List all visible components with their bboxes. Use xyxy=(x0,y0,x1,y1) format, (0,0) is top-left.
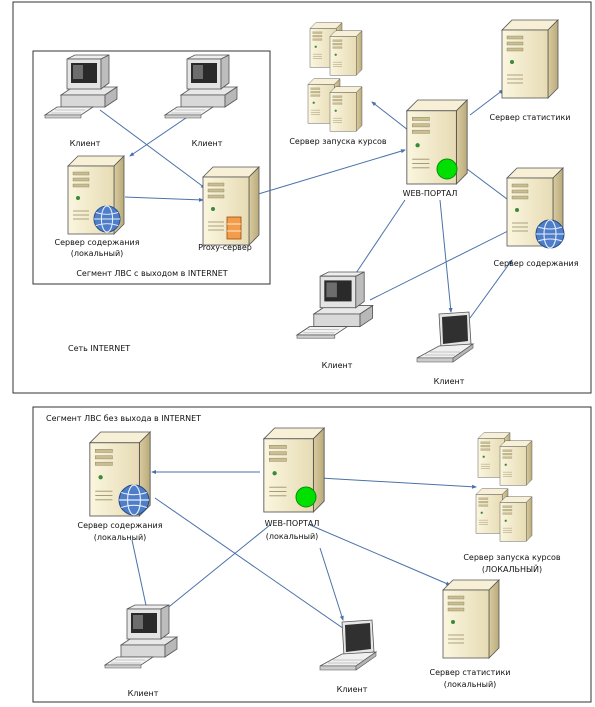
bottom-stats-server-icon xyxy=(442,579,500,659)
client-c-workstation-icon xyxy=(296,271,374,339)
bottom-content-server-label: Сервер содержания xyxy=(77,521,162,530)
bottom-web-portal-sublabel: (локальный) xyxy=(266,532,319,541)
internet-network-label: Сеть INTERNET xyxy=(68,344,130,353)
course-launch-server-icon xyxy=(329,30,363,76)
bottom-client-a-label: Клиент xyxy=(128,689,159,698)
bottom-web-portal-label: WEB-ПОРТАЛ xyxy=(265,519,320,528)
client-b-label: Клиент xyxy=(192,139,223,148)
course-launch-server-icon xyxy=(329,86,363,132)
client-a-workstation-icon xyxy=(44,54,118,119)
web-portal-label: WEB-ПОРТАЛ xyxy=(403,189,458,198)
bottom-course-launch-server-sublabel: (ЛОКАЛЬНЫЙ) xyxy=(482,563,542,574)
course-launch-server-icon xyxy=(499,496,533,542)
client-b-workstation-icon xyxy=(164,54,238,119)
course-launch-server-icon xyxy=(499,440,533,486)
bottom-panel-frame xyxy=(32,406,592,703)
bottom-connectors xyxy=(131,470,477,641)
lan-segment-frame xyxy=(32,50,271,285)
content-server-local-globe-icon xyxy=(93,205,121,233)
bottom-client-a-workstation-icon xyxy=(104,604,178,669)
client-c-label: Клиент xyxy=(322,361,353,370)
bottom-content-server-globe-icon xyxy=(118,484,150,516)
bottom-client-b-laptop-icon xyxy=(319,619,377,671)
content-server-local-sublabel: (локальный) xyxy=(71,249,124,258)
stats-server-label: Сервер статистики xyxy=(490,113,571,122)
bottom-client-b-label: Клиент xyxy=(337,685,368,694)
bottom-stats-server-label: Сервер статистики xyxy=(430,668,511,677)
stats-server-icon xyxy=(501,19,559,99)
content-server-local-label: Сервер содержания xyxy=(54,238,139,247)
top-connectors xyxy=(99,89,521,319)
bottom-content-server-sublabel: (локальный) xyxy=(94,533,147,542)
client-d-label: Клиент xyxy=(434,377,465,386)
course-launch-server-label: Сервер запуска курсов xyxy=(289,137,387,146)
top-panel-frame xyxy=(12,1,592,394)
green-status-icon xyxy=(436,158,458,180)
isolated-segment-label: Сегмент ЛВС без выхода в INTERNET xyxy=(46,414,201,423)
course-launch-server-cluster xyxy=(307,22,363,132)
lan-segment-label: Сегмент ЛВС с выходом в INTERNET xyxy=(76,269,227,278)
client-a-label: Клиент xyxy=(70,139,101,148)
green-status-icon xyxy=(295,486,317,508)
content-server-globe-icon xyxy=(535,219,565,249)
proxy-server-label: Proxy-сервер xyxy=(198,243,252,252)
bottom-course-launch-server-cluster xyxy=(475,432,533,542)
bottom-stats-server-sublabel: (локальный) xyxy=(444,680,497,689)
bottom-course-launch-server-label: Сервер запуска курсов xyxy=(463,553,561,562)
client-d-laptop-icon xyxy=(416,311,474,363)
firewall-icon xyxy=(226,216,242,240)
content-server-label: Сервер содержания xyxy=(493,259,578,268)
